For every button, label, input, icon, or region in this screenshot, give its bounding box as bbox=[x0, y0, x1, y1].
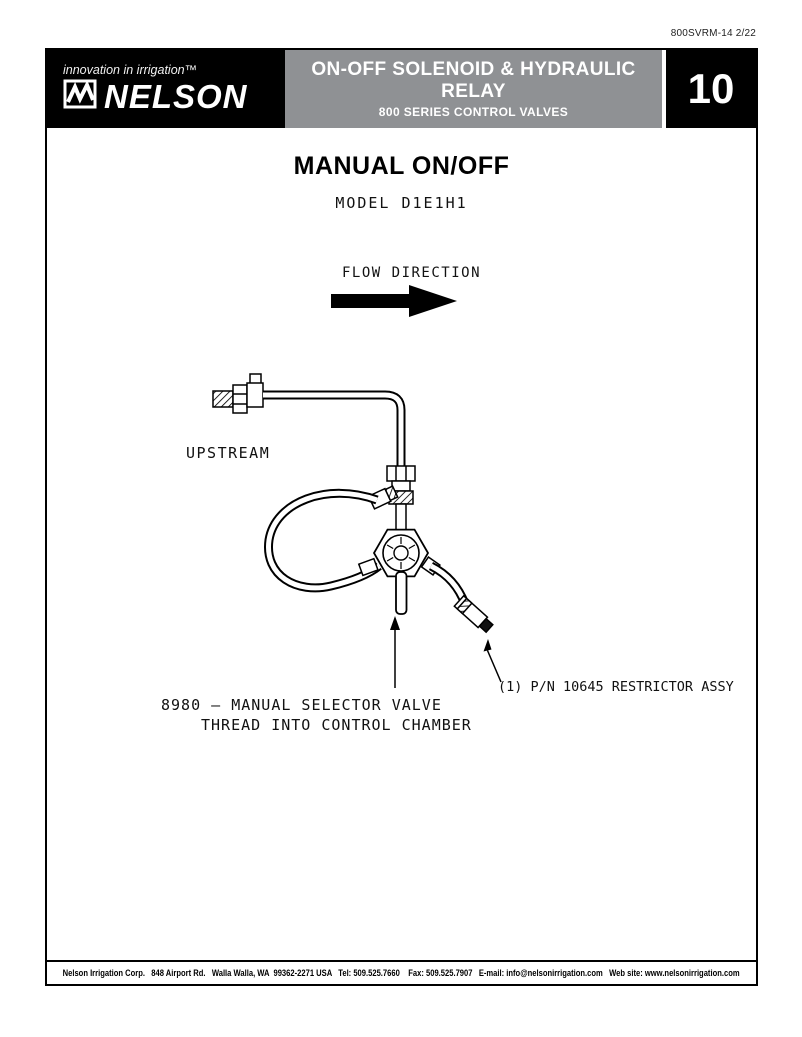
header-subtitle: 800 SERIES CONTROL VALVES bbox=[378, 105, 569, 120]
control-hose-left bbox=[264, 488, 382, 593]
valve-left-port bbox=[357, 557, 379, 577]
header-title-box: ON-OFF SOLENOID & HYDRAULIC RELAY 800 SE… bbox=[285, 50, 662, 128]
restrictor-callout-label: (1) P/N 10645 RESTRICTOR ASSY bbox=[498, 679, 734, 695]
header-title-line1: ON-OFF SOLENOID & HYDRAULIC bbox=[311, 58, 636, 80]
valve-diagram: FLOW DIRECTION bbox=[161, 265, 734, 734]
valve-handle bbox=[395, 571, 408, 615]
page-number: 10 bbox=[662, 50, 756, 128]
selector-valve bbox=[357, 528, 441, 615]
page-title: MANUAL ON/OFF bbox=[293, 152, 510, 180]
footer-contact-info: Nelson Irrigation Corp. 848 Airport Rd. … bbox=[63, 967, 740, 979]
valve-dial-ticks bbox=[386, 537, 416, 569]
nelson-logo-box: innovation in irrigation™ NELSON bbox=[47, 50, 285, 128]
restrictor-callout-arrow bbox=[483, 639, 502, 683]
nelson-logo-icon bbox=[63, 78, 97, 115]
upstream-label: UPSTREAM bbox=[186, 444, 270, 462]
page-frame: innovation in irrigation™ NELSON ON-OFF … bbox=[45, 48, 758, 986]
model-number: MODEL D1E1H1 bbox=[335, 194, 468, 212]
hose-barb-fitting bbox=[367, 485, 399, 510]
flow-direction-label: FLOW DIRECTION bbox=[342, 265, 481, 281]
header-title-line2: RELAY bbox=[441, 80, 506, 102]
brand-row: NELSON bbox=[63, 78, 275, 115]
upstream-fitting bbox=[212, 373, 264, 414]
valve-callout-label-line2: THREAD INTO CONTROL CHAMBER bbox=[201, 716, 472, 734]
brand-tagline: innovation in irrigation™ bbox=[63, 63, 198, 77]
page-footer: Nelson Irrigation Corp. 848 Airport Rd. … bbox=[47, 960, 756, 984]
valve-callout-label-line1: 8980 – MANUAL SELECTOR VALVE bbox=[161, 696, 442, 714]
supply-tube bbox=[263, 390, 406, 467]
restrictor-assembly bbox=[453, 594, 494, 634]
page-header: innovation in irrigation™ NELSON ON-OFF … bbox=[47, 50, 756, 128]
document-code: 800SVRM-14 2/22 bbox=[670, 28, 756, 39]
valve-callout-arrow bbox=[390, 616, 400, 688]
page-content: MANUAL ON/OFF MODEL D1E1H1 FLOW DIRECTIO… bbox=[47, 128, 756, 960]
brand-name: NELSON bbox=[104, 78, 248, 115]
flow-direction-arrow-icon bbox=[331, 285, 457, 317]
